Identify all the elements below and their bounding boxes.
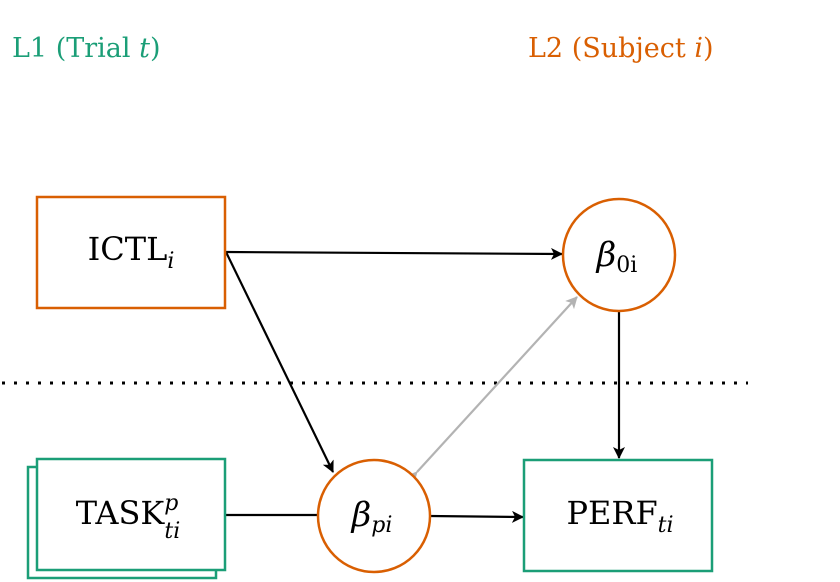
node-perf-sub: ti [658,513,674,538]
level2-label-var: i [694,33,703,64]
level2-label-prefix: L2 (Subject [528,33,694,64]
edge-betap-to-perf [429,510,524,523]
node-betap-circle [316,458,432,574]
node-perf-name: PERF [566,494,657,532]
node-ictl-sub: i [167,249,174,274]
level1-label-prefix: L1 (Trial [12,33,139,64]
level1-label-var: t [139,33,150,64]
node-beta0-circle [561,197,677,313]
level2-label-suffix: ) [703,33,714,64]
node-perf-box [522,458,714,573]
node-betap-sub: pi [371,513,392,538]
node-beta0-sub: 0i [616,253,637,278]
node-betap-name: β [350,495,372,535]
level2-label: L2 (Subject i) [528,33,714,64]
node-ictl: ICTLi [35,195,227,310]
node-task-box-front [35,457,227,572]
node-task-sup: p [164,491,178,516]
level1-label-suffix: ) [150,33,161,64]
level1-label: L1 (Trial t) [12,33,161,64]
node-betap-label: βpi [350,495,393,538]
node-beta0: β0i [561,197,677,313]
node-ictl-box [35,195,227,310]
node-beta0-label: β0i [595,235,638,278]
node-perf-label: PERFti [566,494,673,538]
node-beta0-name: β [595,235,617,275]
node-task: TASKp ti [26,457,227,580]
node-ictl-name: ICTL [88,230,168,268]
node-perf: PERFti [522,458,714,573]
edge-ictl-to-betap [225,251,334,473]
node-betap: βpi [316,458,432,574]
node-task-name: TASK [76,494,166,532]
node-task-label: TASKp ti [76,491,181,544]
node-task-sub: ti [164,519,180,544]
edge-ictl-to-beta0 [225,247,563,260]
node-ictl-label: ICTLi [88,230,175,274]
edge-betap-beta0-covariance [405,296,578,485]
